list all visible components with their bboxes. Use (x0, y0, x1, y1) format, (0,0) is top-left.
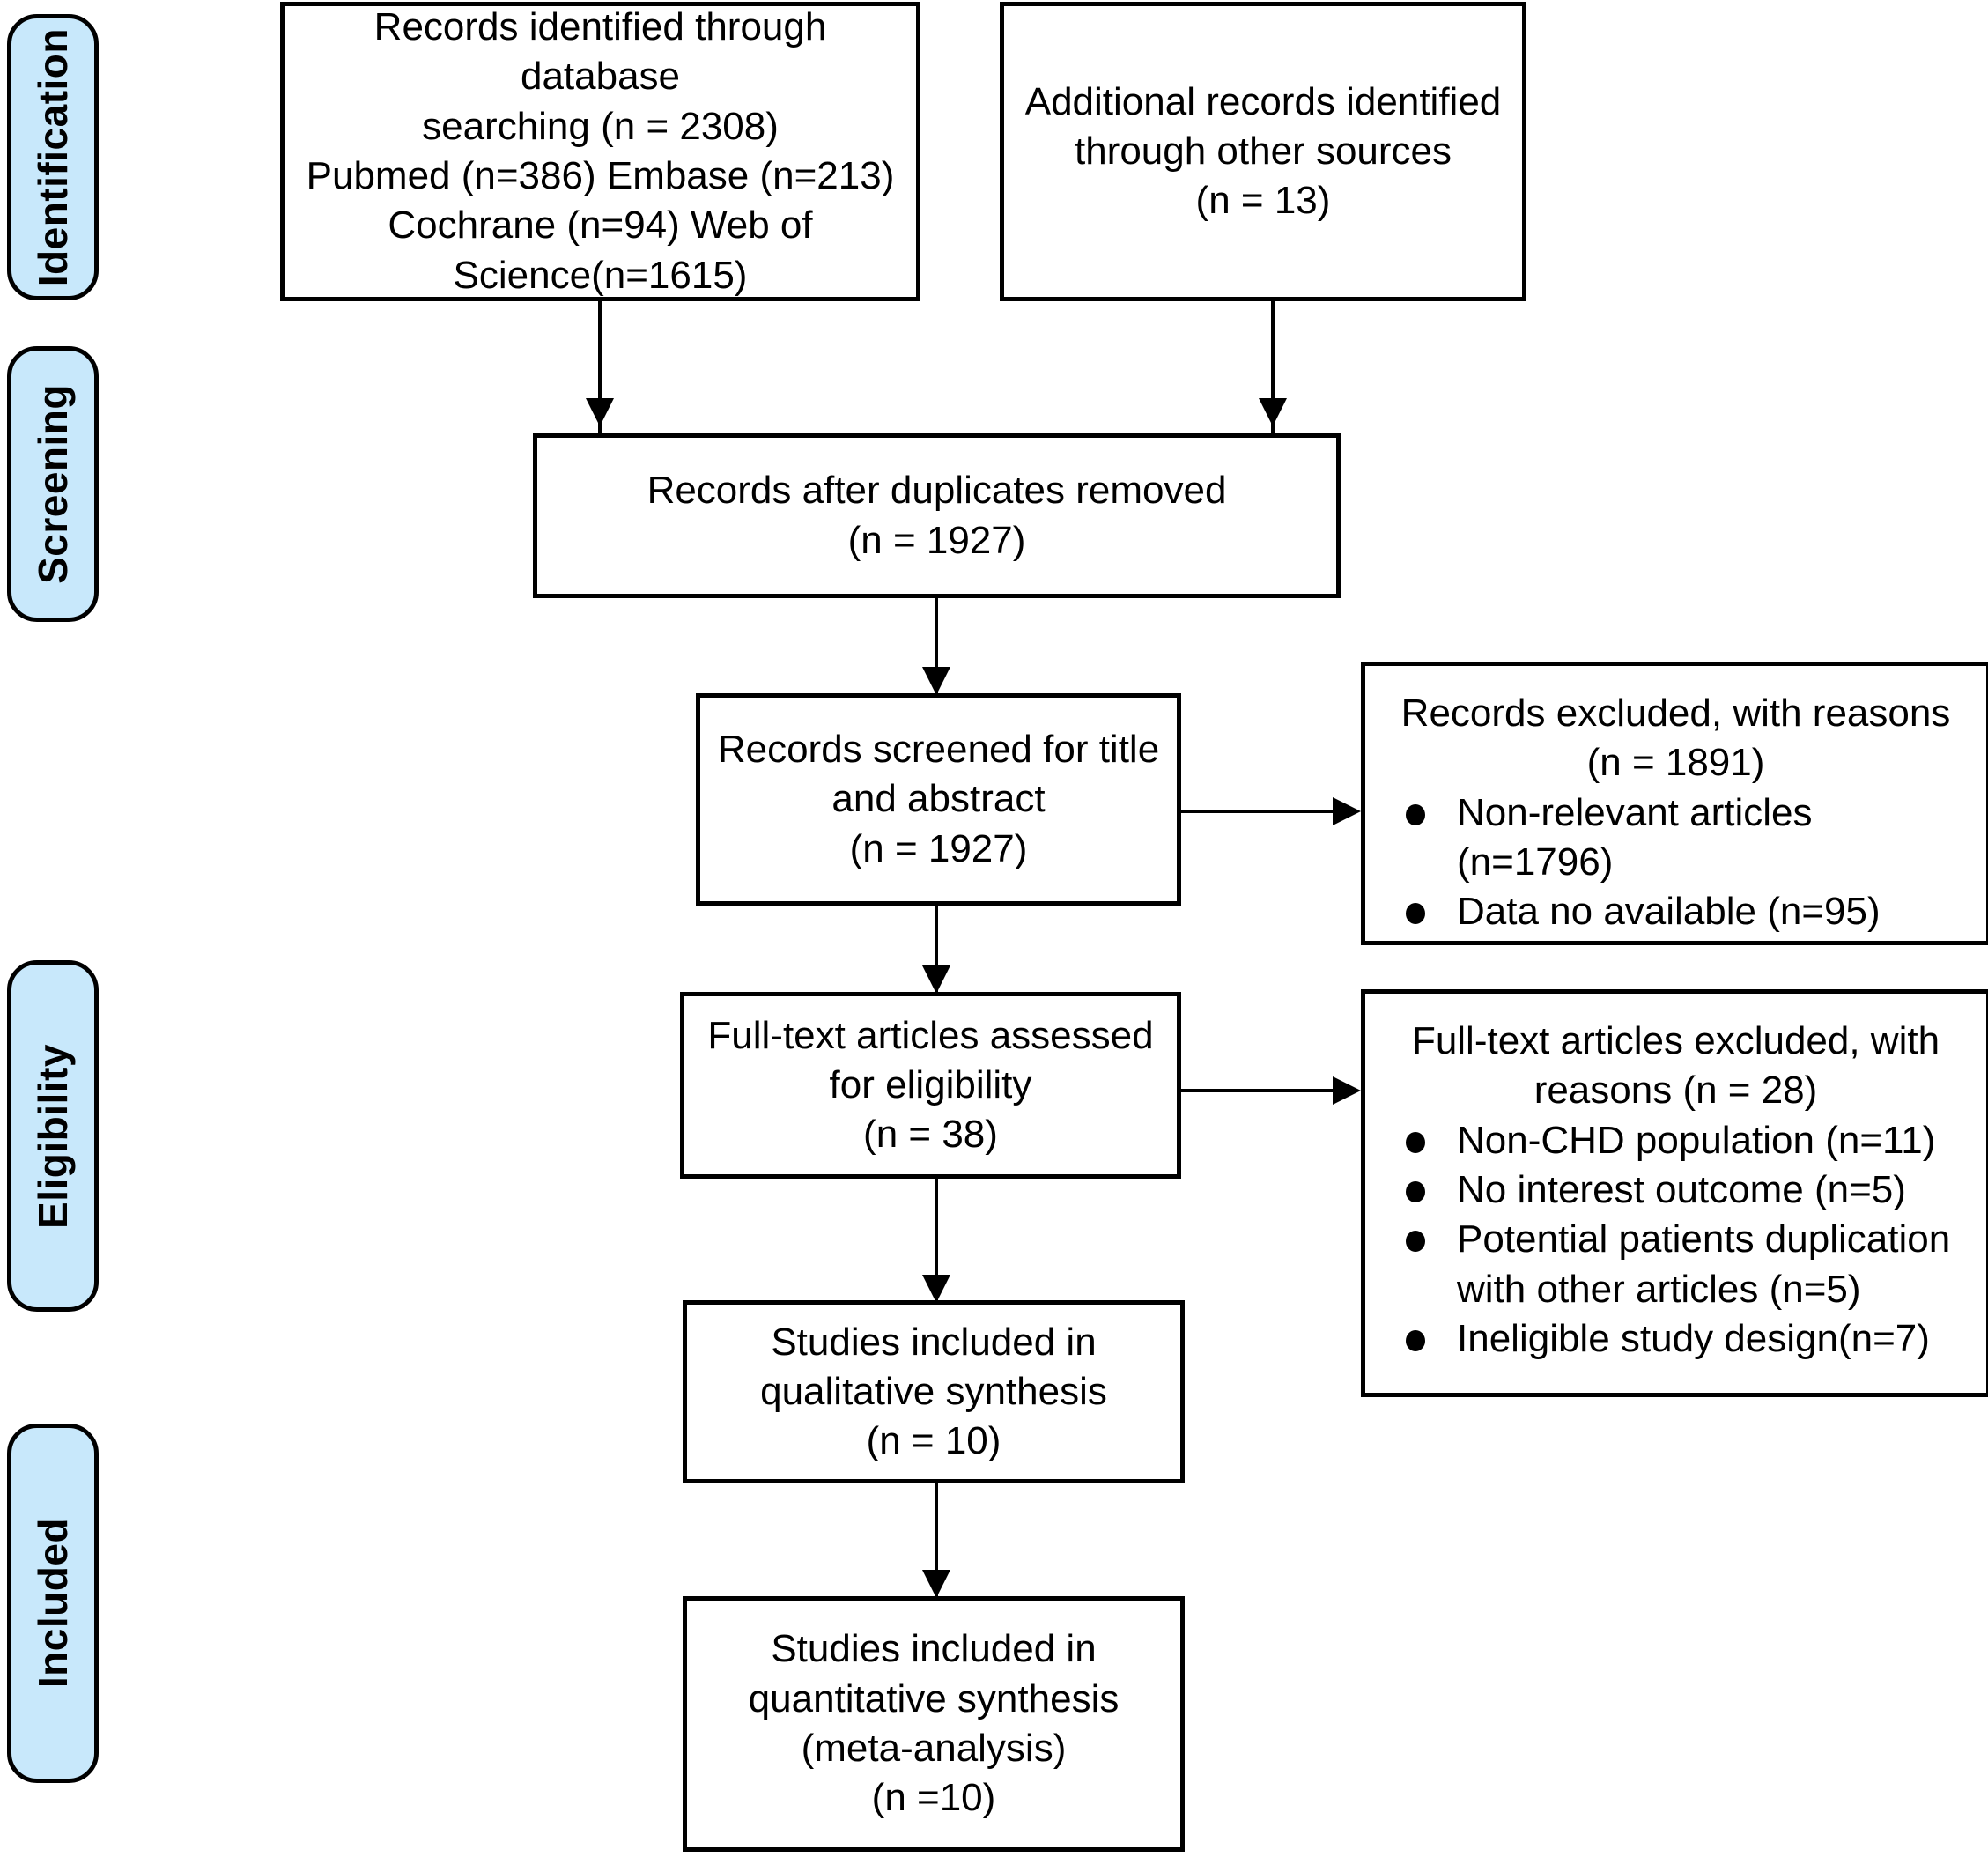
connector-database-to-duplicates-line (598, 301, 602, 435)
box-fulltext-assessed: Full-text articles assessed for eligibil… (680, 992, 1181, 1179)
bullet-icon (1406, 1231, 1425, 1253)
box-qualitative-synthesis-text: Studies included in qualitative synthesi… (760, 1320, 1107, 1463)
stage-label-identification: Identification (30, 27, 76, 287)
stage-pill-included: Included (7, 1424, 99, 1783)
box-quantitative-synthesis-text: Studies included in quantitative synthes… (748, 1627, 1120, 1820)
bullet-icon (1406, 1329, 1425, 1351)
connector-other-to-duplicates-line (1271, 301, 1275, 435)
list-item: Data no available (n=95) (1385, 887, 1974, 936)
bullet-icon (1406, 1180, 1425, 1202)
bullet-icon (1406, 903, 1425, 925)
connector-duplicates-to-screened-arrow (922, 667, 950, 695)
box-fulltext-excluded: Full-text articles excluded, with reason… (1361, 989, 1988, 1397)
bullet-icon (1406, 1131, 1425, 1153)
fulltext-excluded-reason-3: Ineligible study design(n=7) (1457, 1316, 1930, 1360)
records-excluded-reason-0: Non-relevant articles (n=1796) (1457, 790, 1813, 884)
stage-label-included: Included (30, 1518, 76, 1689)
connector-other-to-duplicates-arrow (1259, 398, 1287, 426)
box-records-screened-text: Records screened for title and abstract … (717, 728, 1160, 870)
connector-database-to-duplicates-arrow (586, 398, 614, 426)
box-records-excluded: Records excluded, with reasons (n = 1891… (1361, 662, 1988, 945)
fulltext-excluded-reason-0: Non-CHD population (n=11) (1457, 1118, 1936, 1162)
list-item: Potential patients duplication with othe… (1385, 1215, 1974, 1314)
connector-fulltext-to-qualitative-line (935, 1179, 938, 1302)
box-database-records-text: Records identified through database sear… (306, 5, 895, 297)
box-database-records: Records identified through database sear… (280, 2, 920, 301)
box-other-records-text: Additional records identified through ot… (1024, 79, 1502, 223)
bullet-icon (1406, 803, 1425, 825)
connector-fulltext-to-excluded-line (1181, 1089, 1335, 1092)
box-fulltext-assessed-text: Full-text articles assessed for eligibil… (707, 1013, 1154, 1157)
fulltext-excluded-reason-list: Non-CHD population (n=11) No interest ou… (1378, 1116, 1974, 1365)
connector-screened-to-fulltext-line (935, 906, 938, 994)
box-fulltext-excluded-heading: Full-text articles excluded, with reason… (1411, 1019, 1940, 1113)
list-item: Non-CHD population (n=11) (1385, 1116, 1974, 1165)
records-excluded-reason-list: Non-relevant articles (n=1796) Data no a… (1378, 788, 1974, 937)
connector-screened-to-excluded-line (1181, 810, 1335, 813)
list-item: Non-relevant articles (n=1796) (1385, 788, 1974, 888)
connector-fulltext-to-qualitative-arrow (922, 1275, 950, 1303)
box-quantitative-synthesis: Studies included in quantitative synthes… (683, 1596, 1185, 1852)
connector-qualitative-to-quantitative-line (935, 1483, 938, 1598)
records-excluded-reason-1: Data no available (n=95) (1457, 890, 1881, 934)
stage-label-screening: Screening (30, 384, 76, 584)
connector-qualitative-to-quantitative-arrow (922, 1570, 950, 1598)
box-records-screened: Records screened for title and abstract … (696, 693, 1181, 906)
connector-fulltext-to-excluded-arrow (1333, 1076, 1361, 1105)
stage-label-eligibility: Eligibility (30, 1043, 76, 1229)
stage-pill-screening: Screening (7, 346, 99, 622)
connector-screened-to-excluded-arrow (1333, 797, 1361, 825)
box-duplicates-removed: Records after duplicates removed (n = 19… (533, 433, 1341, 598)
fulltext-excluded-reason-1: No interest outcome (n=5) (1457, 1167, 1906, 1211)
box-duplicates-removed-text: Records after duplicates removed (n = 19… (647, 469, 1227, 562)
stage-pill-identification: Identification (7, 14, 99, 300)
fulltext-excluded-reason-2: Potential patients duplication with othe… (1457, 1217, 1951, 1311)
stage-pill-eligibility: Eligibility (7, 960, 99, 1312)
box-qualitative-synthesis: Studies included in qualitative synthesi… (683, 1300, 1185, 1483)
list-item: No interest outcome (n=5) (1385, 1165, 1974, 1215)
connector-duplicates-to-screened-line (935, 598, 938, 695)
list-item: Ineligible study design(n=7) (1385, 1314, 1974, 1364)
box-records-excluded-heading: Records excluded, with reasons (n = 1891… (1400, 692, 1951, 785)
connector-screened-to-fulltext-arrow (922, 965, 950, 994)
box-other-records: Additional records identified through ot… (1000, 2, 1526, 301)
